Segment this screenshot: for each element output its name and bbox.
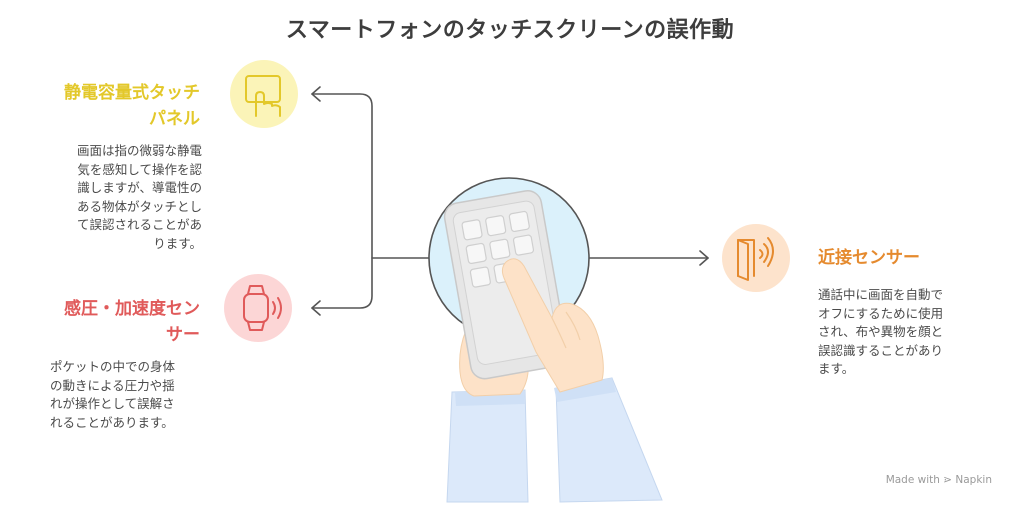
hand-phone-illustration (443, 190, 663, 503)
touch-screen-icon (245, 75, 281, 117)
page-title: スマートフォンのタッチスクリーンの誤作動 (285, 18, 735, 43)
connector-lines (311, 86, 709, 316)
proximity-heading: 近接センサー (818, 248, 920, 268)
pressure-icon-bg (224, 274, 292, 342)
arrowhead-pressure (311, 300, 321, 316)
proximity-description: 通話中に画面を自動で オフにするために使用 され、布や異物を顔と 誤認識すること… (818, 287, 944, 376)
napkin-footer: Made with ⋗ Napkin (885, 474, 992, 486)
arrowhead-proximity (699, 250, 709, 266)
arrowhead-capacitive (311, 86, 321, 102)
left-sleeve (446, 389, 529, 503)
proximity-icon-bg (722, 224, 790, 292)
proximity-door-icon (737, 237, 774, 281)
pressure-heading: 感圧・加速度セン サー (64, 299, 200, 345)
connector-to-capacitive (311, 93, 431, 259)
pressure-description: ポケットの中での身体 の動きによる圧力や揺 れが操作として誤解さ れることがあり… (50, 359, 176, 430)
right-hand (501, 258, 604, 393)
capacitive-heading: 静電容量式タッチ パネル (64, 83, 200, 129)
capacitive-description: 画面は指の微弱な静電 気を感知して操作を認 識しますが、導電性の ある物体がタッ… (76, 143, 202, 251)
connector-to-pressure (311, 257, 373, 309)
vibrating-watch-icon (243, 285, 282, 331)
